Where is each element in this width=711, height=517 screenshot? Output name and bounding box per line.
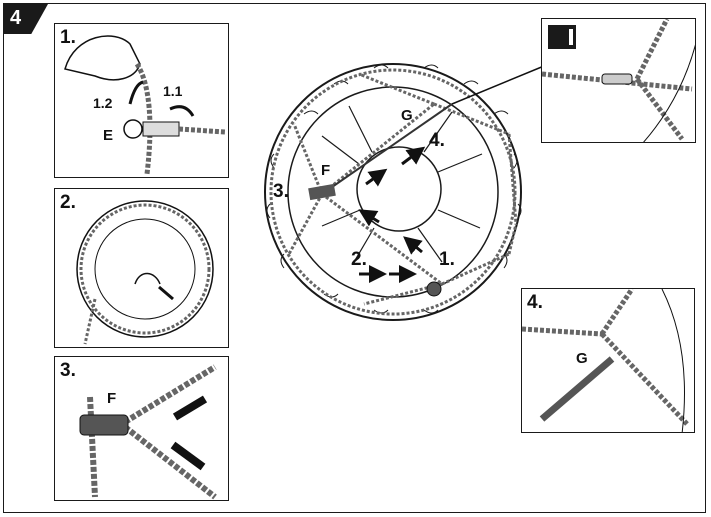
detail-panel-top — [541, 18, 696, 143]
panel-1-label-1-1: 1.1 — [163, 83, 183, 99]
panel-3-illustration — [79, 364, 217, 500]
main-step-4: 4. — [429, 130, 445, 151]
detail-bottom-step: 4. — [527, 292, 543, 313]
detail-bottom-chain-right — [600, 332, 689, 426]
chain-segment-right — [178, 126, 226, 135]
panel-2-illustration — [76, 200, 214, 345]
main-step-3: 3. — [273, 181, 289, 202]
main-step-2: 2. — [351, 249, 367, 270]
main-label-f: F — [321, 162, 331, 179]
detail-bottom-chain-upper — [599, 289, 635, 336]
detail-bottom-illustration — [522, 289, 689, 432]
detail-top-chain-lower — [635, 77, 684, 141]
tensioner-body — [142, 121, 180, 137]
connector-f — [308, 183, 336, 201]
detail-top-chain-diagonal — [634, 19, 670, 81]
page-step-number: 4 — [10, 7, 22, 29]
panel-step-3: 3. F — [54, 356, 229, 501]
info-icon — [548, 25, 576, 49]
wheel-spokes — [321, 105, 483, 263]
panel-3-arrow-up — [172, 395, 208, 421]
arrow-1-1 — [169, 105, 195, 117]
main-step-1: 1. — [439, 249, 455, 270]
panel-2-rim — [94, 218, 196, 320]
panel-1-label-1-2: 1.2 — [93, 95, 113, 111]
detail-panel-bottom: 4. G — [521, 288, 695, 433]
detail-top-hook — [601, 73, 633, 85]
panel-1-label-e: E — [103, 127, 114, 144]
panel-3-chain-left — [87, 396, 98, 498]
panel-3-chain-lower — [123, 424, 217, 500]
snow-chain-net — [269, 68, 518, 316]
manual-page-frame: 4 — [3, 3, 706, 513]
callout-line — [451, 65, 545, 105]
detail-bottom-tire-curve — [661, 289, 685, 432]
panel-3-connector-f — [79, 414, 129, 436]
panel-3-step: 3. — [60, 360, 76, 381]
wheel-hub — [356, 146, 442, 232]
arrow-1-2 — [128, 80, 144, 105]
detail-bottom-chain-left — [522, 326, 603, 337]
panel-2-arrow — [158, 285, 174, 301]
panel-2-step: 2. — [60, 192, 76, 213]
panel-step-2: 2. — [54, 188, 229, 348]
detail-top-tire-curve — [643, 44, 695, 142]
lever-pivot — [123, 119, 143, 139]
main-wheel-illustration — [264, 63, 545, 321]
detail-top-illustration — [542, 19, 695, 142]
panel-1-step: 1. — [60, 27, 76, 48]
panel-2-chain-end — [83, 298, 97, 345]
hand-drawing — [64, 35, 141, 81]
panel-2-hand — [134, 272, 161, 285]
panel-3-arrow-down — [170, 441, 206, 471]
direction-arrows — [358, 146, 426, 283]
panel-1-illustration — [64, 35, 226, 175]
panel-step-1: 1. 1.2 1.1 E — [54, 23, 229, 178]
panel-2-chain — [79, 203, 211, 335]
detail-bottom-label-g: G — [576, 350, 588, 367]
panel-3-label-f: F — [107, 390, 117, 407]
panel-3-chain-upper — [123, 364, 217, 425]
chain-segment — [134, 62, 153, 175]
closing-lock — [426, 281, 442, 297]
main-label-g: G — [401, 107, 413, 124]
tension-strap — [321, 103, 453, 195]
detail-bottom-strap-g — [539, 356, 615, 422]
